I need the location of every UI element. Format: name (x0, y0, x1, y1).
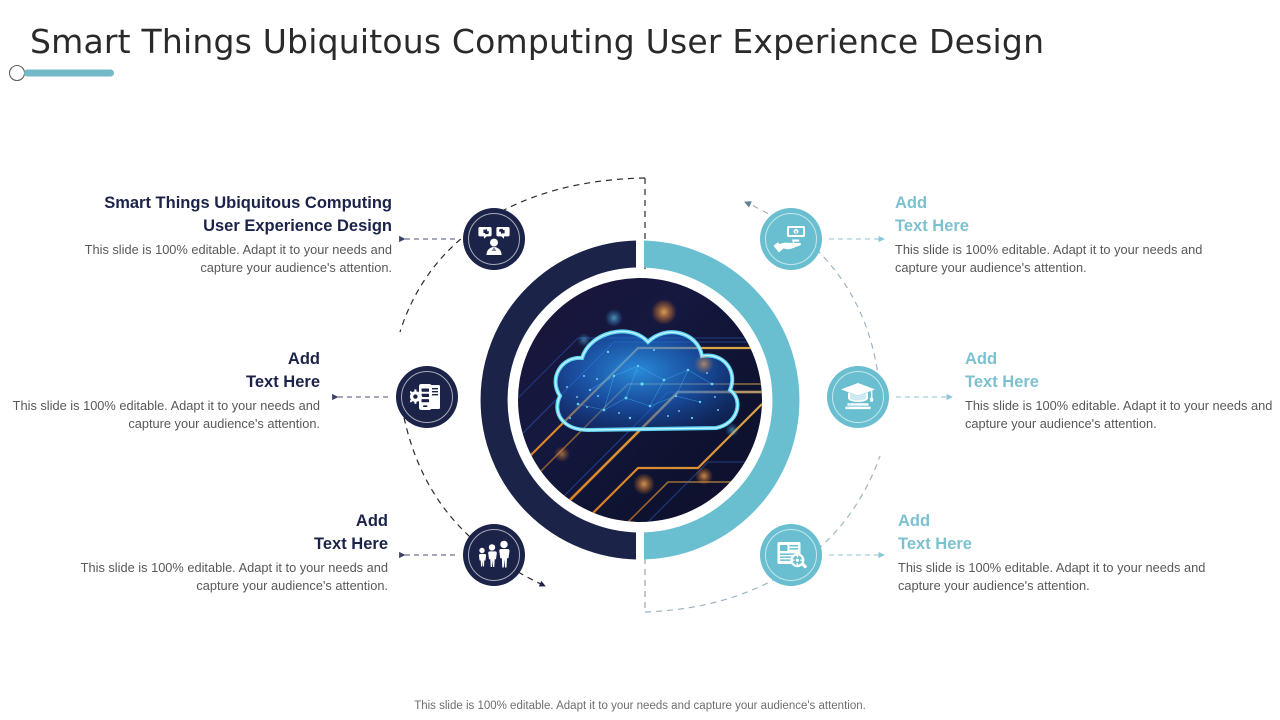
block-heading: Smart Things Ubiquitous Computing User E… (104, 194, 392, 235)
node-ring (401, 371, 453, 423)
block-body: This slide is 100% editable. Adapt it to… (12, 397, 320, 431)
block-body: This slide is 100% editable. Adapt it to… (84, 241, 392, 275)
people-group-icon (478, 540, 510, 568)
cloud-computing-image (518, 278, 762, 522)
node-ring (832, 371, 884, 423)
block-heading: Add Text Here (965, 350, 1039, 391)
graduation-books-icon (841, 383, 875, 411)
node-icon-document-search[interactable] (760, 524, 822, 586)
block-body: This slide is 100% editable. Adapt it to… (80, 559, 388, 593)
block-heading: Add Text Here (898, 512, 972, 553)
text-block-mid-left: Add Text Here This slide is 100% editabl… (0, 348, 320, 433)
hand-money-icon: $ (773, 226, 805, 253)
node-icon-feedback-person[interactable] (463, 208, 525, 270)
text-block-top-right: Add Text Here This slide is 100% editabl… (895, 192, 1225, 277)
block-body: This slide is 100% editable. Adapt it to… (965, 397, 1273, 431)
node-ring (468, 529, 520, 581)
footer-note: This slide is 100% editable. Adapt it to… (414, 700, 866, 712)
node-icon-device-settings[interactable] (396, 366, 458, 428)
block-body: This slide is 100% editable. Adapt it to… (895, 241, 1203, 275)
node-ring (765, 529, 817, 581)
document-search-icon (777, 542, 807, 569)
block-heading: Add Text Here (895, 194, 969, 235)
node-ring (765, 213, 817, 265)
block-body: This slide is 100% editable. Adapt it to… (898, 559, 1206, 593)
hub-outer-ring (480, 240, 800, 560)
text-block-mid-right: Add Text Here This slide is 100% editabl… (965, 348, 1280, 433)
block-heading: Add Text Here (246, 350, 320, 391)
block-heading: Add Text Here (314, 512, 388, 553)
page-title: Smart Things Ubiquitous Computing User E… (30, 22, 1045, 61)
text-block-bottom-left: Add Text Here This slide is 100% editabl… (58, 510, 388, 595)
text-block-top-left: Smart Things Ubiquitous Computing User E… (62, 192, 392, 277)
text-block-bottom-right: Add Text Here This slide is 100% editabl… (898, 510, 1228, 595)
node-ring (468, 213, 520, 265)
node-icon-people-group[interactable] (463, 524, 525, 586)
center-hub (480, 240, 800, 560)
node-icon-graduation-books[interactable] (827, 366, 889, 428)
node-icon-hand-money[interactable]: $ (760, 208, 822, 270)
device-settings-icon (410, 384, 440, 410)
title-accent-rule (8, 64, 114, 82)
feedback-person-icon (478, 227, 510, 255)
process-diagram: $ (0, 96, 1280, 656)
